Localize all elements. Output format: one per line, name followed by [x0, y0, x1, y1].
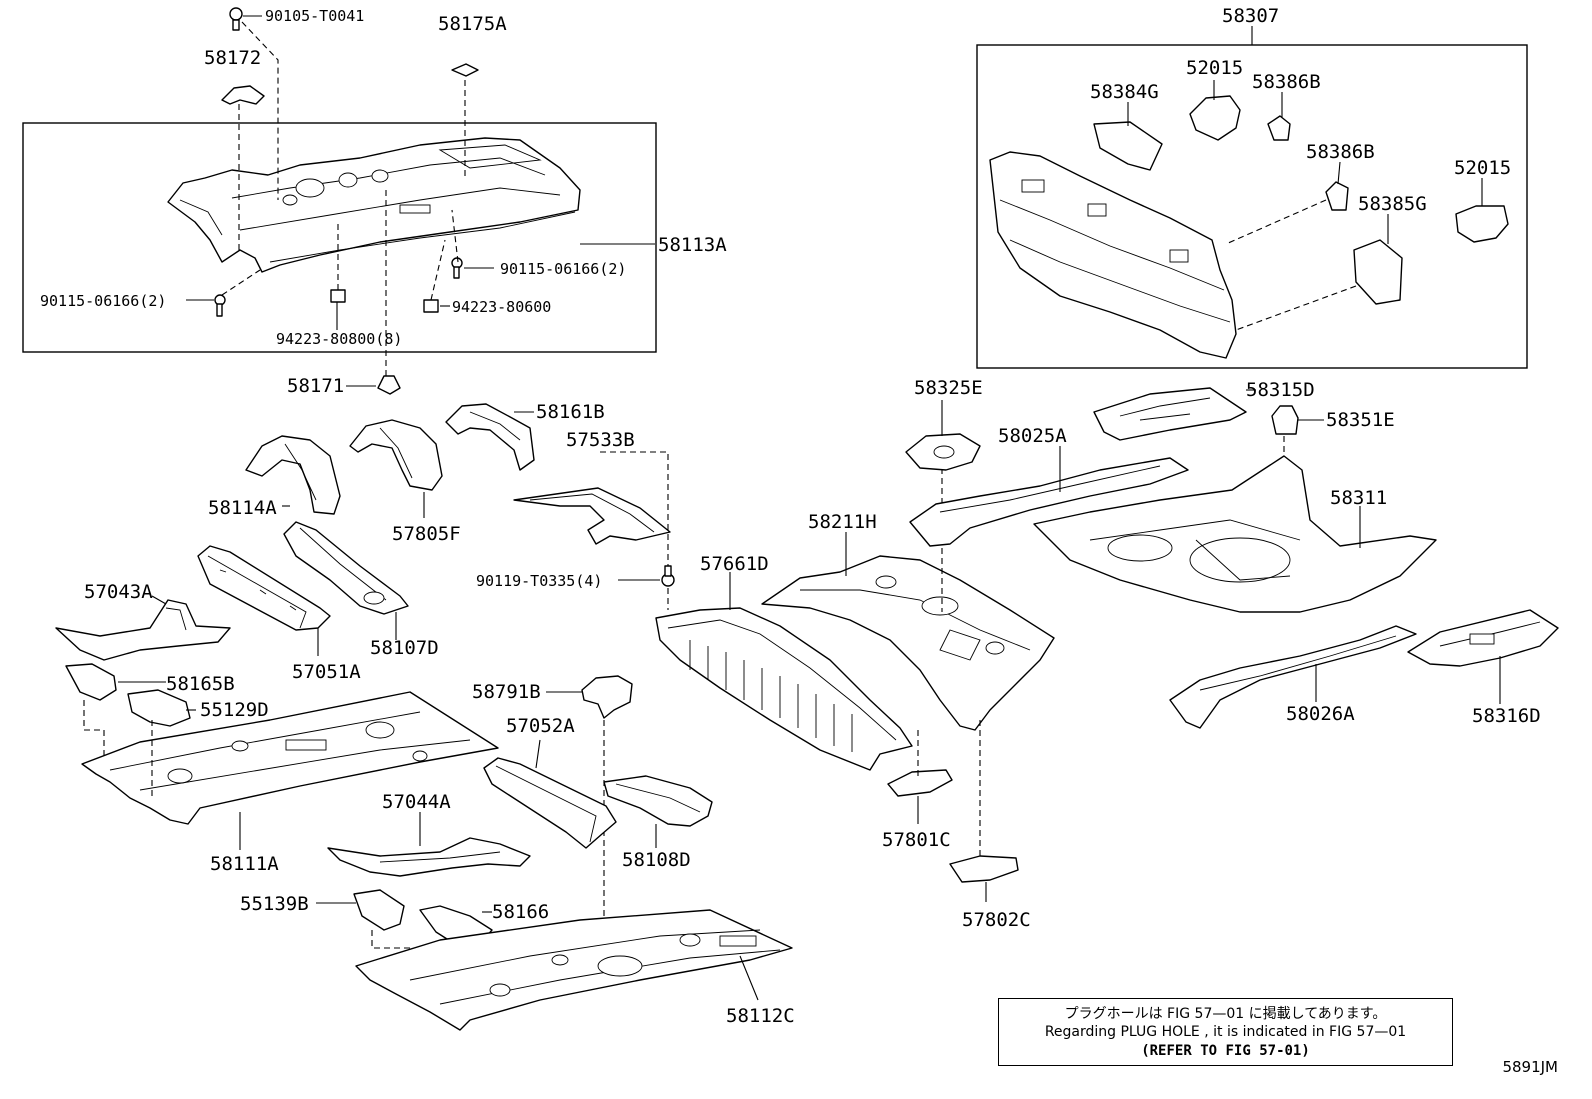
label-57052a: 57052A	[506, 715, 575, 737]
part-58791b-shape	[581, 675, 633, 719]
part-57533b-shape	[513, 487, 671, 545]
part-52015-right-shape	[1455, 205, 1509, 243]
label-90115-06166-left: 90115-06166(2)	[40, 292, 166, 310]
bolt-90119-t0335	[661, 565, 675, 587]
part-58384g-shape	[1093, 121, 1163, 171]
label-58351e: 58351E	[1326, 409, 1395, 431]
label-58175a: 58175A	[438, 13, 507, 35]
label-58112c: 58112C	[726, 1005, 795, 1027]
label-52015-top: 52015	[1186, 57, 1243, 79]
label-58791b: 58791B	[472, 681, 541, 703]
part-57043a-shape	[55, 599, 231, 661]
label-58165b: 58165B	[166, 673, 235, 695]
label-58108d: 58108D	[622, 849, 691, 871]
label-58026a: 58026A	[1286, 703, 1355, 725]
part-57801c-shape	[887, 769, 953, 797]
label-58386b-mid: 58386B	[1306, 141, 1375, 163]
label-90115-06166-right: 90115-06166(2)	[500, 260, 626, 278]
part-58211h-shape	[761, 555, 1055, 731]
label-94223-80800: 94223-80800(8)	[276, 330, 402, 348]
bolt-90115-right	[451, 257, 463, 279]
label-58325e: 58325E	[914, 377, 983, 399]
note-english: Regarding PLUG HOLE , it is indicated in…	[1044, 1024, 1407, 1040]
label-58311: 58311	[1330, 487, 1387, 509]
label-55129d: 55129D	[200, 699, 269, 721]
part-58316d-shape	[1407, 609, 1559, 667]
label-58166: 58166	[492, 901, 549, 923]
label-58107d: 58107D	[370, 637, 439, 659]
label-52015-right: 52015	[1454, 157, 1511, 179]
part-55129d-shape	[127, 689, 191, 727]
label-58171: 58171	[287, 375, 344, 397]
label-58384g: 58384G	[1090, 81, 1159, 103]
part-58311-shape	[1033, 455, 1437, 613]
part-58325e-shape	[905, 433, 981, 471]
part-57044a-shape	[327, 837, 531, 877]
label-57661d: 57661D	[700, 553, 769, 575]
label-58386b-top: 58386B	[1252, 71, 1321, 93]
part-58386b-mid-shape	[1325, 181, 1349, 211]
part-58172-shape	[221, 85, 265, 105]
label-58025a: 58025A	[998, 425, 1067, 447]
note-reference: (REFER TO FIG 57-01)	[1141, 1043, 1310, 1059]
part-58111a-shape	[81, 691, 499, 825]
bolt-90115-left	[214, 294, 226, 317]
label-57044a: 57044A	[382, 791, 451, 813]
label-58114a: 58114A	[208, 497, 277, 519]
plug-58171	[377, 375, 401, 395]
part-57052a-shape	[483, 757, 617, 849]
reference-note-box: プラグホールは FIG 57—01 に掲載してあります。 Regarding P…	[998, 998, 1453, 1066]
label-57533b: 57533B	[566, 429, 635, 451]
part-57051a-shape	[197, 545, 331, 631]
label-57801c: 57801C	[882, 829, 951, 851]
label-90119-t0335: 90119-T0335(4)	[476, 572, 602, 590]
label-58111a: 58111A	[210, 853, 279, 875]
bolt-90105-t0041	[229, 7, 243, 31]
label-58113a: 58113A	[658, 234, 727, 256]
part-57661d-shape	[655, 607, 913, 771]
nut-94223-80800	[330, 289, 346, 303]
part-57802c-shape	[949, 855, 1019, 883]
label-57043a: 57043A	[84, 581, 153, 603]
part-55139b-shape	[353, 889, 405, 931]
nut-94223-80600	[423, 299, 439, 313]
label-58307: 58307	[1222, 5, 1279, 27]
part-58108d-shape	[603, 775, 713, 827]
part-58175a-shape	[451, 63, 479, 77]
part-58113a-shape	[167, 137, 581, 273]
part-58165b-shape	[65, 663, 117, 701]
label-57805f: 57805F	[392, 523, 461, 545]
part-58307-shape	[989, 151, 1237, 359]
label-94223-80600: 94223-80600	[452, 298, 551, 316]
part-58114a-shape	[245, 435, 341, 515]
label-58161b: 58161B	[536, 401, 605, 423]
label-58385g: 58385G	[1358, 193, 1427, 215]
label-58172: 58172	[204, 47, 261, 69]
label-57051a: 57051A	[292, 661, 361, 683]
label-90105-t0041: 90105-T0041	[265, 7, 364, 25]
note-japanese: プラグホールは FIG 57—01 に掲載してあります。	[1064, 1006, 1387, 1022]
part-57805f-shape	[349, 419, 443, 491]
label-58316d: 58316D	[1472, 705, 1541, 727]
label-58211h: 58211H	[808, 511, 877, 533]
label-57802c: 57802C	[962, 909, 1031, 931]
label-55139b: 55139B	[240, 893, 309, 915]
part-58315d-shape	[1093, 387, 1247, 441]
diagram-code: 5891JM	[1502, 1058, 1558, 1076]
part-58386b-top-shape	[1267, 115, 1291, 141]
group-frame-58113a	[22, 122, 657, 353]
part-58112c-shape	[355, 909, 793, 1031]
part-58107d-shape	[283, 521, 409, 615]
part-58351e-shape	[1271, 405, 1299, 435]
label-58315d: 58315D	[1246, 379, 1315, 401]
part-58385g-shape	[1353, 239, 1403, 305]
part-58025a-shape	[909, 457, 1189, 547]
part-58026a-shape	[1169, 625, 1417, 729]
part-58161b-shape	[445, 403, 535, 471]
part-52015-top-shape	[1189, 95, 1241, 141]
